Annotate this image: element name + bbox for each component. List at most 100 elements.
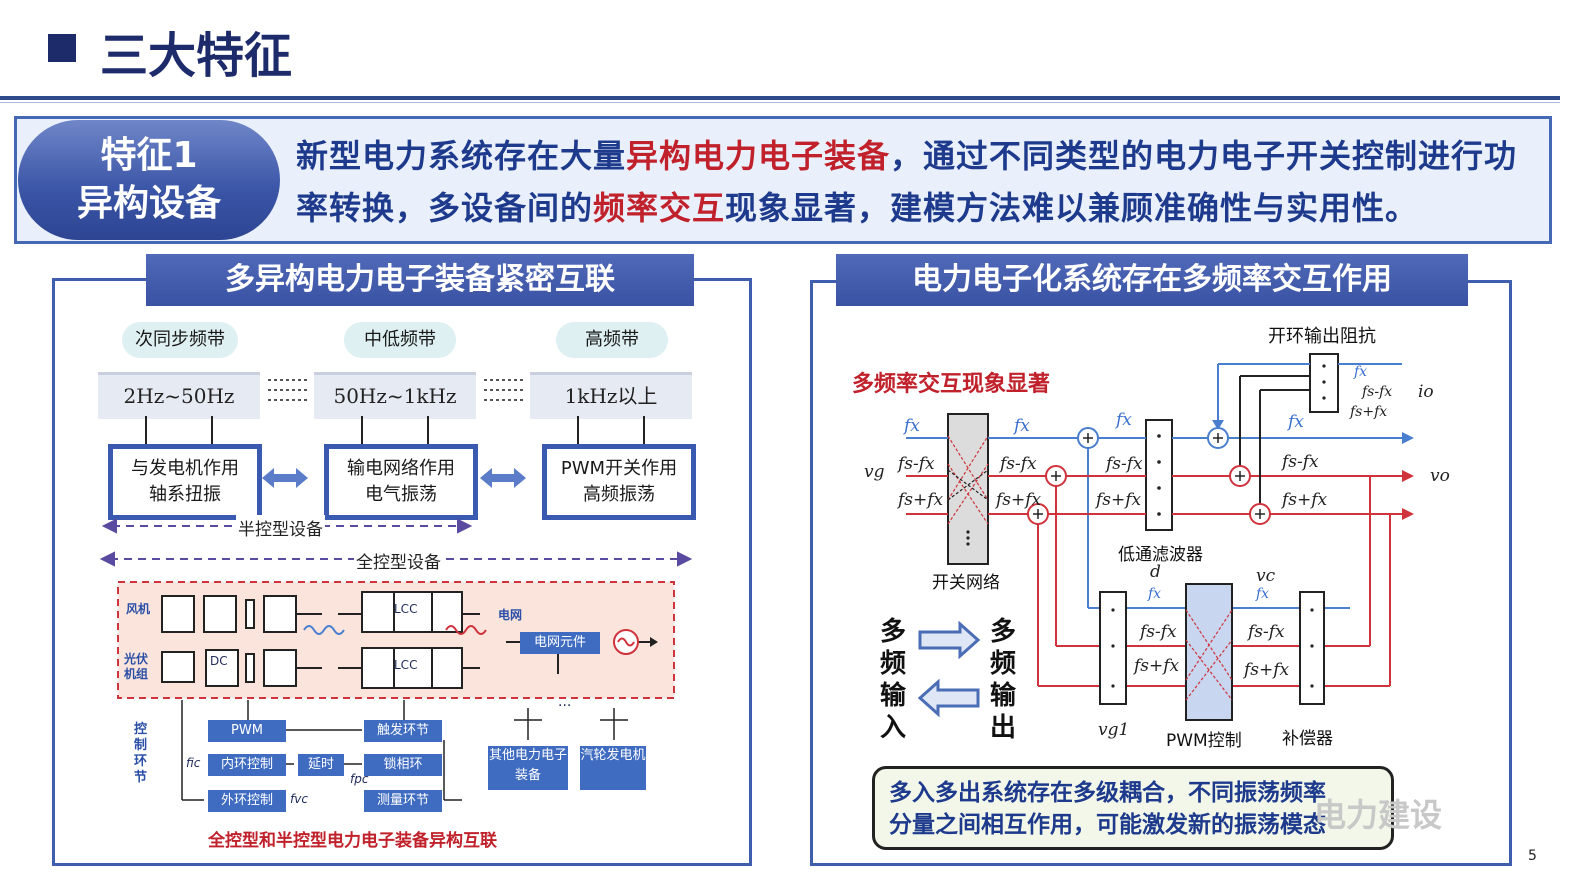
highlight-label: 多频率交互现象显著 (852, 372, 1051, 397)
pv-label: 光伏机组 (124, 652, 149, 681)
effect-high-line1: PWM开关作用 (560, 458, 678, 479)
title-rule (0, 96, 1560, 100)
title-rule-thin (0, 102, 1560, 103)
grid-element-chip: 电网元件 (520, 632, 600, 654)
fs-plus-fx-label-comp: fs+fx (1244, 660, 1290, 680)
wind-label: 风机 (126, 602, 151, 616)
fs-plus-fx-label-lp: fs+fx (1096, 490, 1142, 510)
feature-badge-line1: 特征1 (100, 135, 198, 176)
band-label-high: 高频带 (556, 322, 668, 358)
effect-midlow-line2: 电气振荡 (365, 484, 437, 505)
fs-minus-fx-label-in: fs-fx (898, 454, 935, 474)
effect-box-subsync: 与发电机作用 轴系扭振 (108, 444, 262, 520)
vo-label: vo (1430, 466, 1450, 486)
lcc-label-1: LCC (394, 602, 418, 616)
fs-minus-fx-label-z: fs-fx (1362, 384, 1393, 400)
semi-controlled-label: 半控型设备 (236, 515, 325, 540)
page-title: 三大特征 (100, 28, 293, 84)
fic-label: fic (186, 756, 201, 770)
grid-label: 电网 (498, 608, 523, 622)
multi-input-label: 多频输入 (879, 617, 906, 743)
steam-gen-chip: 汽轮发电机 (580, 746, 646, 790)
feature-text-c: ，通过不同类型的电力电子开关控制进行功率转换，多设备间的 (296, 137, 1518, 227)
control-section-label: 控制环节 (134, 722, 148, 785)
open-loop-impedance-label: 开环输出阻抗 (1268, 326, 1376, 347)
page-number: 5 (1528, 848, 1537, 864)
switch-network-block (947, 413, 989, 565)
feature-text-a: 新型电力系统存在大量 (296, 137, 627, 175)
full-controlled-label: 全控型设备 (354, 548, 443, 573)
bottom-note: 多入多出系统存在多级耦合，不同振荡频率 分量之间相互作用，可能激发新的振荡模态 (872, 766, 1394, 850)
vg-label: vg (864, 462, 885, 482)
fx-label-pwm: fx (1148, 586, 1162, 602)
pwm-chip: PWM (208, 720, 286, 742)
band-connectors (268, 379, 524, 401)
effect-midlow-line1: 输电网络作用 (347, 458, 455, 479)
feature-text-d: 频率交互 (593, 189, 726, 227)
left-caption: 全控型和半控型电力电子装备异构互联 (208, 831, 497, 851)
effect-box-high: PWM开关作用 高频振荡 (542, 444, 696, 520)
vc-label: vc (1256, 566, 1276, 586)
dc-label: DC (210, 654, 228, 668)
pwm-control-block (1185, 583, 1233, 721)
band-range-midlow: 50Hz~1kHz (314, 372, 476, 419)
delay-chip: 延时 (298, 754, 344, 776)
right-diagram-svg (906, 353, 1414, 721)
pll-chip: 锁相环 (364, 754, 442, 776)
inner-loop-chip: 内环控制 (208, 754, 286, 776)
left-panel-title: 多异构电力电子装备紧密互联 (146, 254, 694, 306)
switch-network-label: 开关网络 (932, 573, 1000, 593)
io-label: io (1418, 382, 1434, 402)
vg1-label: vg1 (1098, 720, 1130, 740)
band-label-subsync: 次同步频带 (122, 322, 238, 358)
fx-label-comp: fx (1256, 586, 1270, 602)
lowpass-label: 低通滤波器 (1118, 545, 1203, 565)
feature-badge-line2: 异构设备 (76, 183, 221, 224)
lcc-label-2: LCC (394, 658, 418, 672)
right-panel-title: 电力电子化系统存在多频率交互作用 (836, 254, 1468, 306)
multi-output-label: 多频输出 (989, 617, 1016, 743)
fs-plus-fx-label-in: fs+fx (898, 490, 944, 510)
fs-minus-fx-label-out: fs-fx (1282, 452, 1319, 472)
effect-subsync-line1: 与发电机作用 (131, 458, 239, 479)
fs-minus-fx-label-mid: fs-fx (1000, 454, 1037, 474)
fs-minus-fx-label-lp: fs-fx (1106, 454, 1143, 474)
fpc-label: fpc (350, 772, 369, 786)
trigger-chip: 触发环节 (364, 720, 442, 742)
title-square-icon (48, 34, 76, 62)
fx-label-lp: fx (1116, 410, 1132, 430)
fx-label-in: fx (904, 416, 920, 436)
effect-high-line2: 高频振荡 (583, 484, 655, 505)
other-device-chip: 其他电力电子装备 (488, 746, 568, 790)
fs-plus-fx-label-z: fs+fx (1350, 404, 1388, 420)
bottom-note-line1: 多入多出系统存在多级耦合，不同振荡频率 (889, 780, 1326, 806)
watermark: 电力建设 (1314, 796, 1443, 834)
left-diagram-svg (99, 379, 693, 801)
fx-label-mid: fx (1014, 416, 1030, 436)
double-arrow-icon (262, 468, 526, 488)
band-range-subsync: 2Hz~50Hz (98, 372, 260, 419)
feature-text: 新型电力系统存在大量异构电力电子装备，通过不同类型的电力电子开关控制进行功率转换… (296, 130, 1546, 234)
feature-badge: 特征1 异构设备 (18, 120, 280, 240)
band-label-midlow: 中低频带 (344, 322, 456, 358)
fvc-label: fvc (290, 792, 308, 806)
bottom-note-line2: 分量之间相互作用，可能激发新的振荡模态 (889, 812, 1326, 838)
band-range-high: 1kHz以上 (530, 372, 692, 419)
fs-plus-fx-label-out: fs+fx (1282, 490, 1328, 510)
feature-text-b: 异构电力电子装备 (626, 137, 891, 175)
measure-chip: 测量环节 (364, 790, 442, 812)
outer-loop-chip: 外环控制 (208, 790, 286, 812)
effect-box-midlow: 输电网络作用 电气振荡 (324, 444, 478, 520)
pwm-control-label: PWM控制 (1166, 731, 1242, 751)
fx-label-out: fx (1288, 412, 1304, 432)
fs-plus-fx-label-mid: fs+fx (996, 490, 1042, 510)
fx-label-z: fx (1354, 364, 1368, 380)
feature-text-e: 现象显著，建模方法难以兼顾准确性与实用性。 (725, 189, 1419, 227)
compensator-label: 补偿器 (1282, 729, 1333, 749)
effect-subsync-line2: 轴系扭振 (149, 484, 221, 505)
fs-minus-fx-label-comp: fs-fx (1248, 622, 1285, 642)
fs-minus-fx-label-pwm: fs-fx (1140, 622, 1177, 642)
fs-plus-fx-label-pwm: fs+fx (1134, 656, 1180, 676)
ellipsis-label: ··· (558, 698, 572, 714)
d-label: d (1150, 562, 1161, 582)
